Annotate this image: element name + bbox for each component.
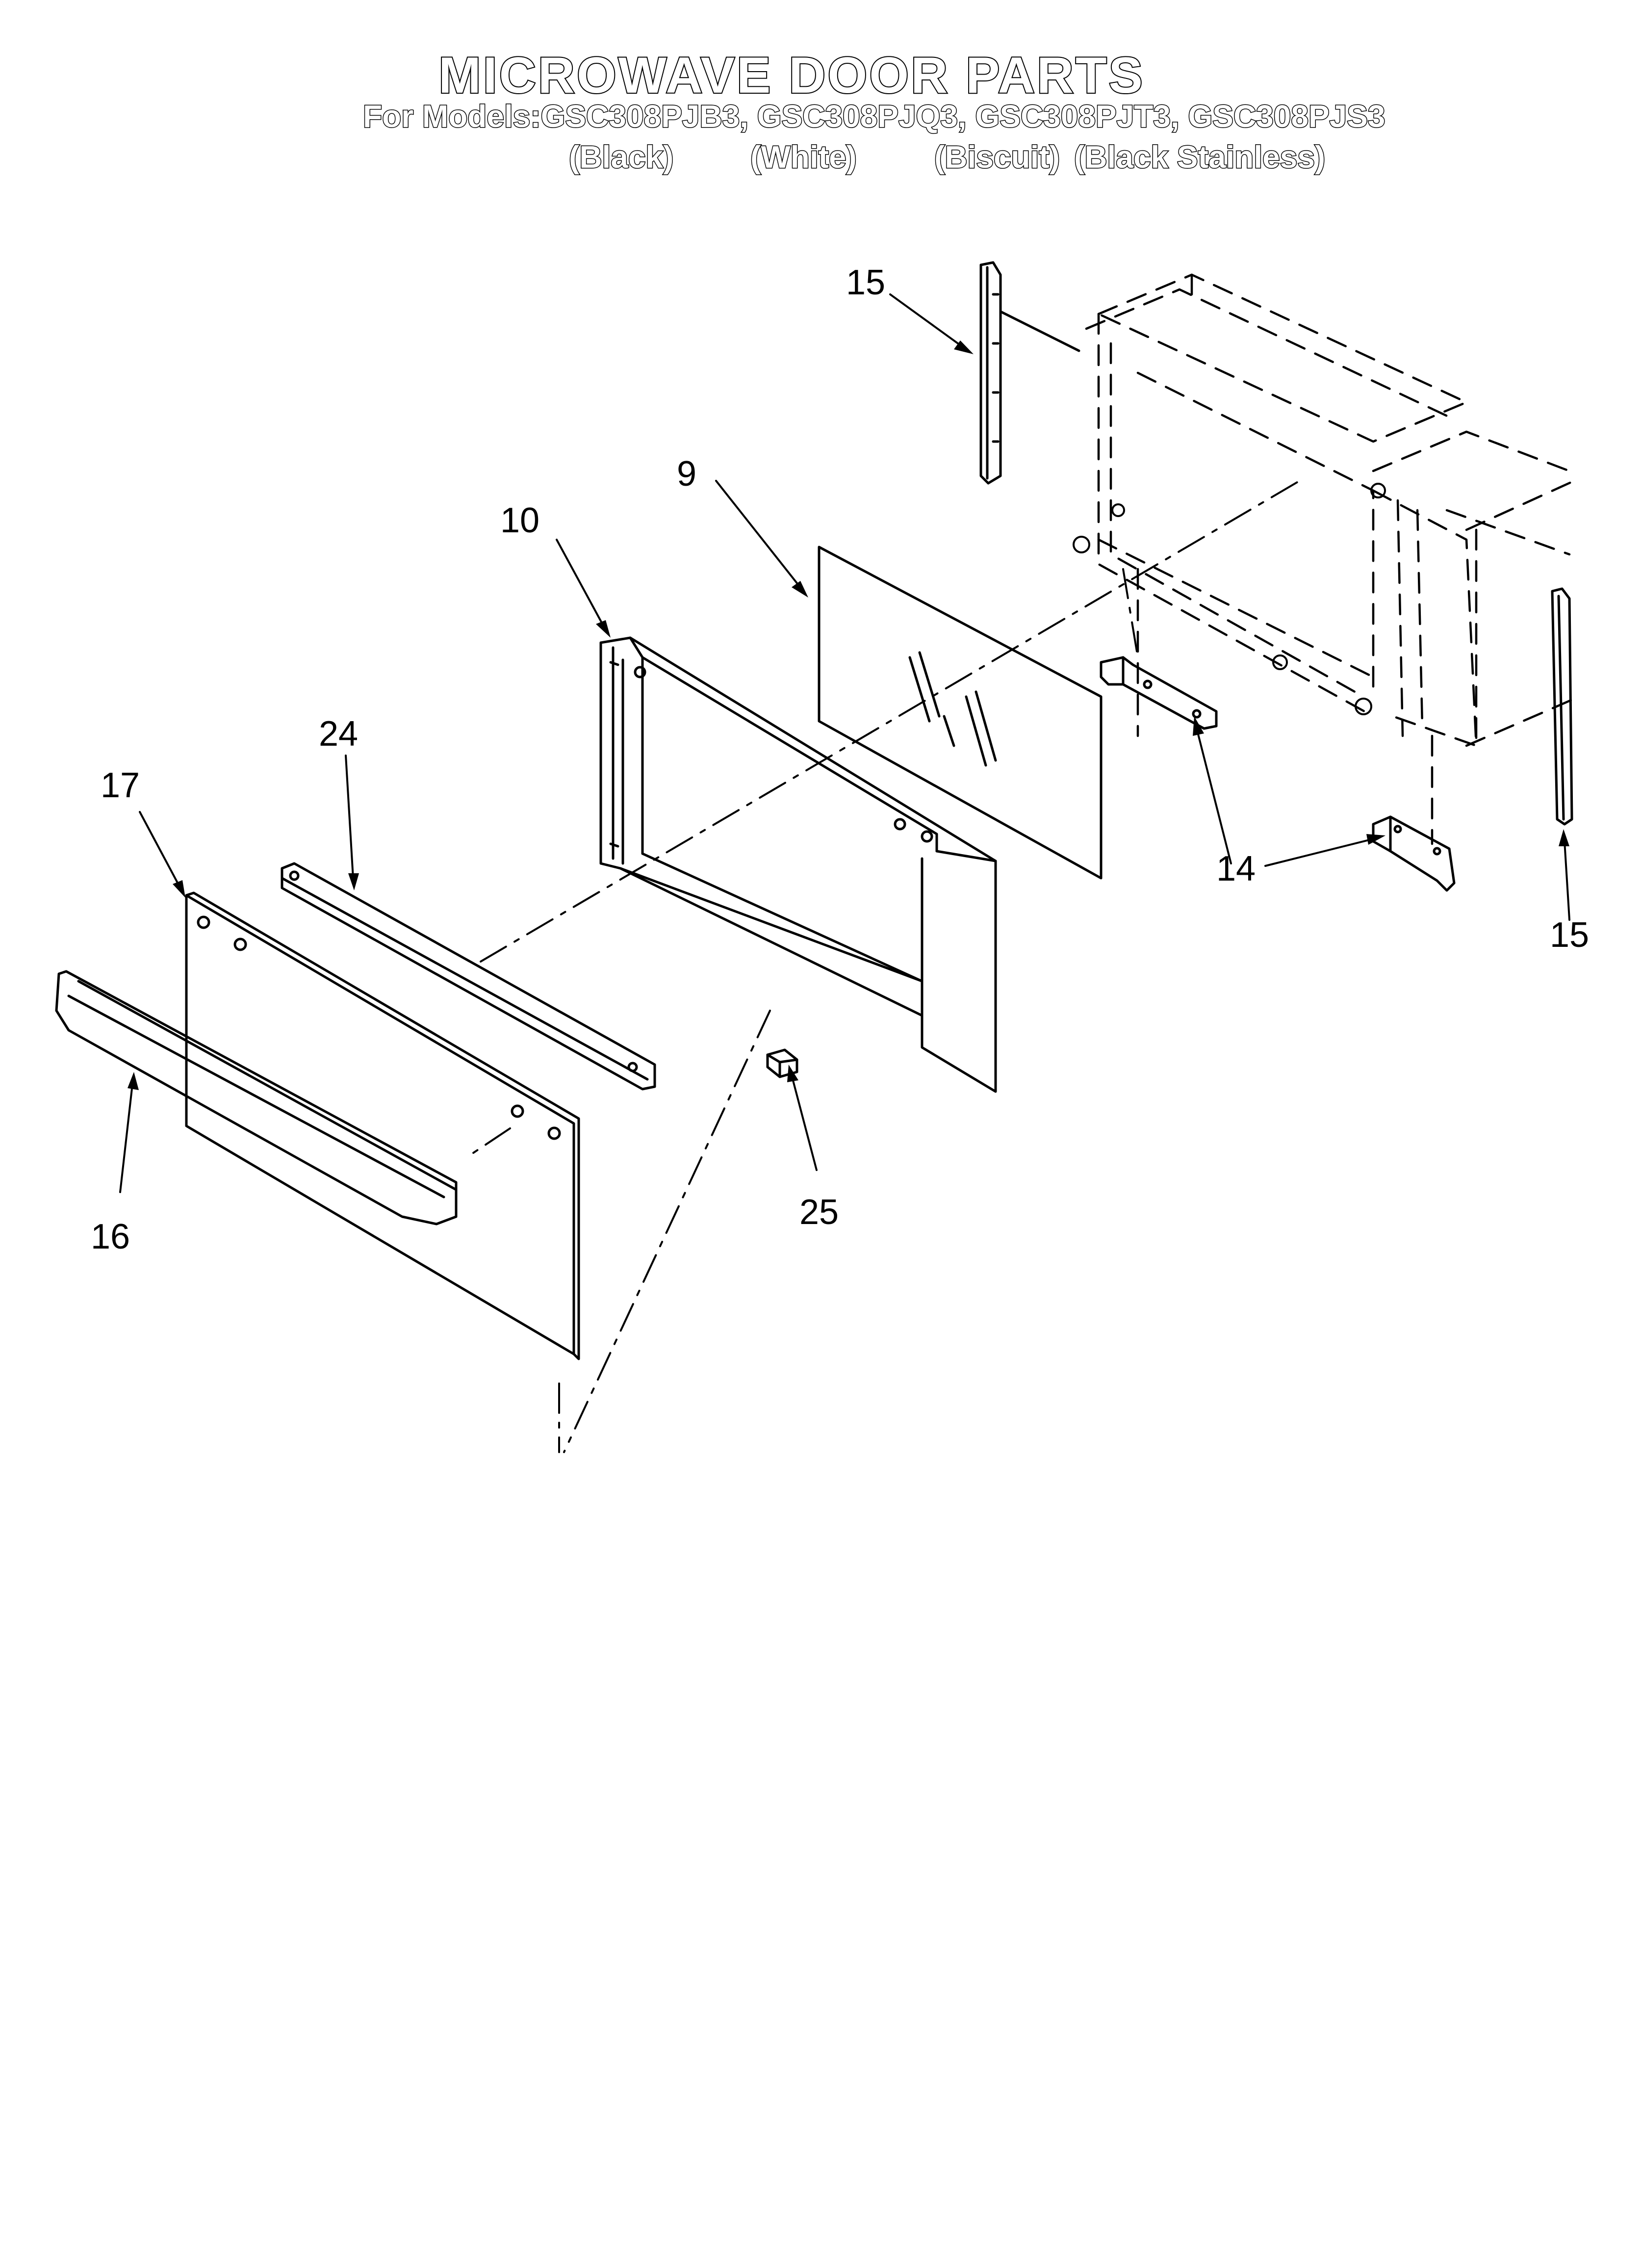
callout-9: 9 <box>677 454 696 494</box>
cabinet-corner-lugs <box>1073 483 1386 715</box>
clip-25 <box>766 1048 798 1078</box>
callout-17: 17 <box>101 766 140 805</box>
choke-strip-15-right <box>1551 587 1573 826</box>
choke-strip-15-top <box>979 261 1080 485</box>
door-frame-10 <box>599 636 997 1093</box>
microwave-cabinet-outline <box>1085 273 1581 845</box>
leader-lines <box>119 293 1570 1193</box>
models-line: For Models:GSC308PJB3, GSC308PJQ3, GSC30… <box>362 98 1386 135</box>
variant-biscuit: (Biscuit) <box>934 139 1061 176</box>
callout-14: 14 <box>1216 849 1256 888</box>
callout-15-top: 15 <box>846 263 885 302</box>
hinge-bracket-14-lower <box>1372 815 1456 892</box>
leader-arrowheads <box>128 340 1569 1090</box>
callout-15-right: 15 <box>1550 915 1589 955</box>
callout-16: 16 <box>91 1217 130 1256</box>
alignment-lines <box>465 480 1301 1453</box>
callout-10: 10 <box>500 501 539 540</box>
outer-door-panel-17 <box>185 891 580 1360</box>
door-handle-16 <box>55 970 458 1225</box>
variant-white: (White) <box>750 139 858 176</box>
variant-black: (Black) <box>568 139 674 176</box>
hinge-bracket-14-upper <box>1100 656 1218 730</box>
callout-25: 25 <box>799 1193 839 1232</box>
door-glass-9 <box>818 546 1103 880</box>
variant-black-stainless: (Black Stainless) <box>1073 139 1326 176</box>
door-strip-24 <box>281 862 656 1091</box>
callout-24: 24 <box>319 714 358 754</box>
page-title: MICROWAVE DOOR PARTS <box>437 46 1145 105</box>
